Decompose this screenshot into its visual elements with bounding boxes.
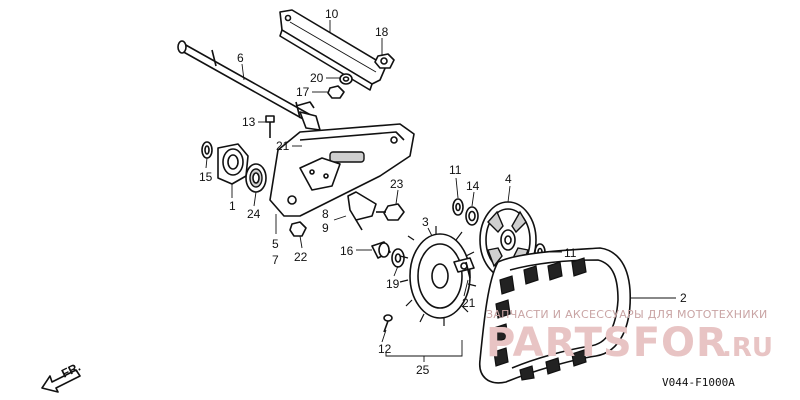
callout-24: 24 (247, 207, 261, 221)
leader-lines (205, 20, 676, 362)
watermark: ЗАПЧАСТИ И АКСЕССУАРЫ ДЛЯ МОТОТЕХНИКИ PA… (486, 308, 773, 366)
washer-part-20 (339, 73, 353, 85)
shaft-part (177, 40, 321, 131)
collar-part-14 (465, 206, 479, 226)
callout-12: 12 (378, 342, 392, 356)
bolt-part-13 (265, 115, 275, 138)
bolt-part-22 (289, 221, 307, 237)
diagram-code: V044-F1000A (662, 376, 735, 389)
callout-4: 4 (505, 172, 512, 186)
watermark-brand: PARTSFOR (486, 320, 728, 366)
watermark-tagline: ЗАПЧАСТИ И АКСЕССУАРЫ ДЛЯ МОТОТЕХНИКИ (486, 308, 768, 321)
pin-part-21-lower (465, 261, 471, 279)
drive-sprocket-part (399, 226, 477, 326)
chain-case-part (269, 123, 415, 217)
callout-22: 22 (294, 250, 308, 264)
callout-10: 10 (325, 7, 339, 21)
washer-part-19 (391, 248, 405, 268)
callout-17: 17 (296, 85, 310, 99)
watermark-domain: .RU (722, 333, 773, 363)
callout-18: 18 (375, 25, 389, 39)
callout-8: 8 (322, 207, 329, 221)
bolt-part-12 (383, 314, 393, 333)
front-direction-indicator: FR. (41, 360, 83, 393)
bearing-part (245, 163, 267, 193)
callout-11-right: 11 (564, 246, 577, 260)
callout-15: 15 (199, 170, 213, 184)
nut-part-17 (327, 85, 345, 99)
track-lugs (493, 257, 587, 381)
nut-part-18 (374, 53, 395, 69)
callout-3: 3 (422, 215, 429, 229)
bearing-housing-part (217, 143, 249, 185)
collar-part (371, 241, 391, 259)
callout-13: 13 (242, 115, 256, 129)
callout-labels: 10 18 6 20 17 13 21 15 1 24 5 7 23 8 9 2… (199, 7, 687, 377)
oil-seal-part (201, 141, 213, 159)
callout-11-upper: 11 (449, 163, 462, 177)
callout-9: 9 (322, 221, 329, 235)
sprocket-teeth (399, 226, 477, 326)
track-part (479, 247, 631, 384)
callout-23: 23 (390, 177, 404, 191)
callout-14: 14 (466, 179, 480, 193)
callout-20: 20 (310, 71, 324, 85)
washer-part-11-upper (452, 198, 464, 216)
callout-5: 5 (272, 237, 279, 251)
callout-2: 2 (680, 291, 687, 305)
callout-7: 7 (272, 253, 279, 267)
callout-16: 16 (340, 244, 354, 258)
front-label: FR. (59, 360, 83, 381)
callout-21-lower: 21 (462, 296, 476, 310)
callout-25: 25 (416, 363, 430, 377)
callout-6: 6 (237, 51, 244, 65)
callout-21-upper: 21 (276, 139, 290, 153)
callout-19: 19 (386, 277, 400, 291)
callout-1: 1 (229, 199, 236, 213)
front-arrow-icon (41, 369, 81, 393)
bolt-part-23 (376, 203, 405, 221)
bracket-part-8 (347, 191, 377, 231)
